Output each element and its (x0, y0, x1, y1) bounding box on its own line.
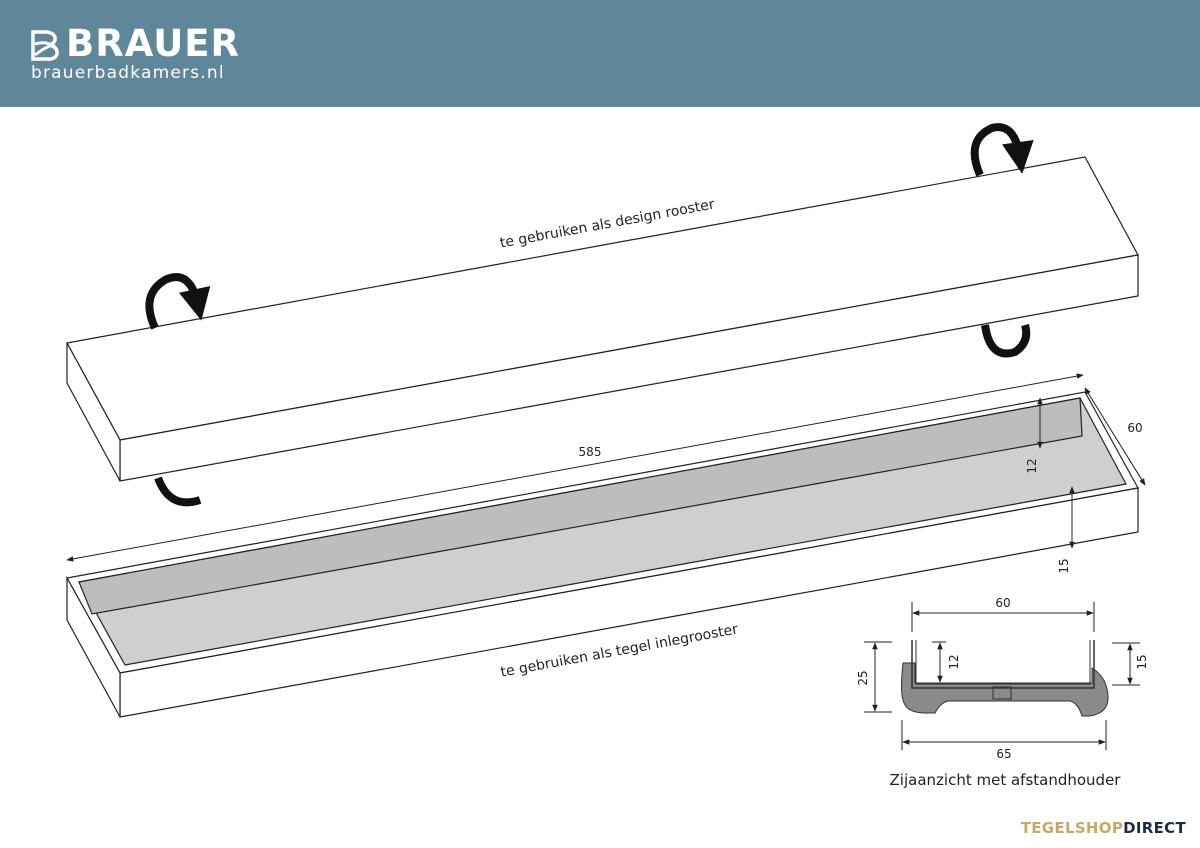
side-view-profile (901, 640, 1109, 717)
dim-inner-depth: 12 (1025, 458, 1039, 473)
side-view-caption: Zijaanzicht met afstandhouder (890, 771, 1122, 789)
side-dim-height-right: 15 (1135, 654, 1149, 669)
brand-name: BRAUER (66, 22, 240, 65)
dim-width: 60 (1127, 421, 1142, 435)
dim-length: 585 (579, 445, 602, 459)
dimension-lines (66, 373, 1146, 562)
side-dim-height-left: 25 (856, 670, 870, 685)
side-dim-inner-depth: 12 (947, 654, 961, 669)
dim-height: 15 (1057, 558, 1071, 573)
side-dim-bottom-width: 65 (996, 747, 1011, 761)
side-view-dimensions (864, 602, 1140, 750)
footer-logo-part1: TEGELSHOP (1020, 819, 1124, 837)
brand-url: brauerbadkamers.nl (31, 63, 225, 83)
tegelshopdirect-logo: TEGELSHOPDIRECT (1021, 818, 1186, 838)
header-bar: BRAUER brauerbadkamers.nl (0, 0, 1200, 107)
brauer-logo-icon (31, 30, 59, 61)
side-dim-top-width: 60 (995, 596, 1010, 610)
footer-logo-part2: DIRECT (1123, 819, 1186, 837)
